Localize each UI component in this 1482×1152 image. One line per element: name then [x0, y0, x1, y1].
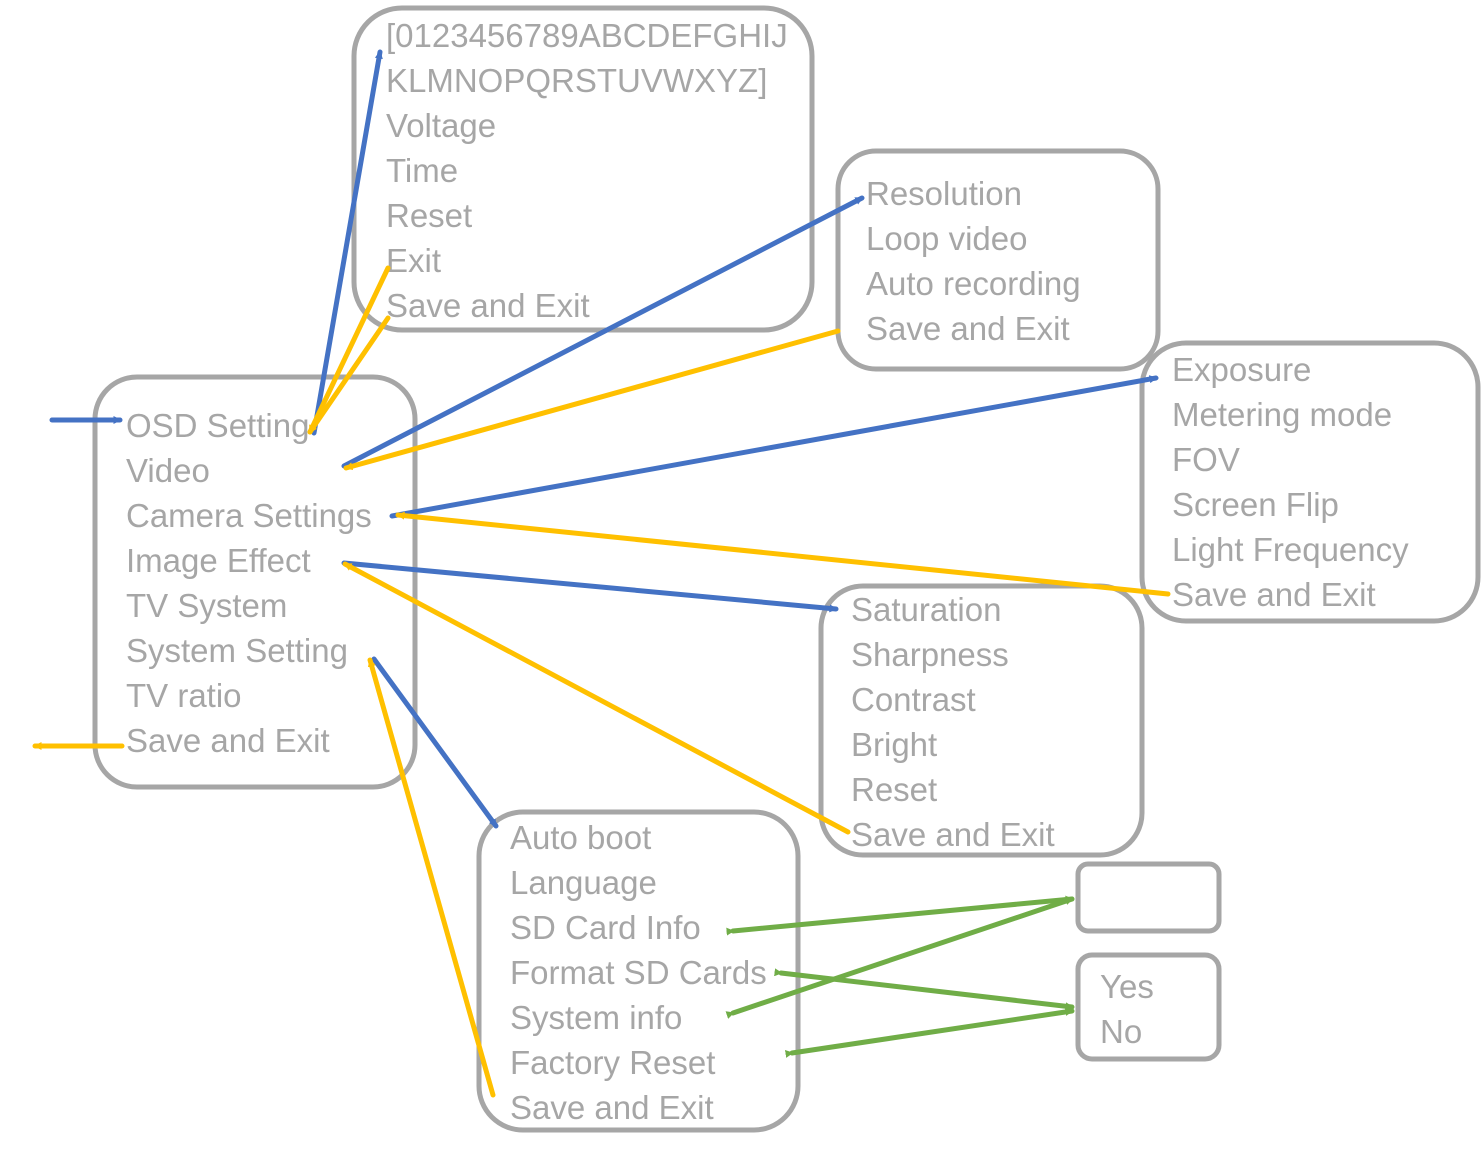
camera-submenu-item: FOV — [1172, 441, 1240, 478]
system-submenu-item: Factory Reset — [510, 1044, 715, 1081]
osd-exit-arrow — [307, 265, 391, 435]
confirm-option: No — [1100, 1013, 1142, 1050]
camera-submenu-box — [1139, 340, 1481, 624]
image-effect-submenu-item: Save and Exit — [851, 816, 1055, 853]
osd-submenu-item: Time — [386, 152, 458, 189]
video-submenu-box — [835, 148, 1161, 372]
osd-submenu-item: Exit — [386, 242, 441, 279]
confirm-popup: Yes No — [1075, 952, 1222, 1062]
main-menu-item: TV System — [126, 587, 287, 624]
system-save-exit-arrow — [367, 657, 496, 1098]
format-sd-link — [774, 968, 1075, 1011]
popup-link-arrows — [725, 895, 1075, 1058]
system-submenu-item: Language — [510, 864, 657, 901]
image-effect-save-exit-arrow — [342, 561, 851, 835]
camera-submenu-item: Save and Exit — [1172, 576, 1376, 613]
system-submenu-item: Save and Exit — [510, 1089, 714, 1126]
osd-submenu-item: Reset — [386, 197, 472, 234]
main-menu-item: TV ratio — [126, 677, 242, 714]
main-menu: OSD Setting Video Camera Settings Image … — [92, 374, 418, 790]
enter-arrows — [49, 49, 1159, 829]
video-submenu-item: Save and Exit — [866, 310, 1070, 347]
confirm-popup-box — [1075, 952, 1222, 1062]
image-effect-enter-arrow — [341, 560, 839, 613]
camera-enter-arrow — [389, 375, 1159, 519]
osd-submenu-box — [351, 5, 815, 333]
video-submenu: Resolution Loop video Auto recording Sav… — [835, 148, 1161, 372]
info-popup-box — [1075, 861, 1222, 934]
video-enter-arrow — [341, 195, 865, 469]
main-menu-item: Camera Settings — [126, 497, 372, 534]
image-effect-submenu-item: Contrast — [851, 681, 976, 718]
system-submenu-item: Format SD Cards — [510, 954, 767, 991]
system-submenu: Auto boot Language SD Card Info Format S… — [476, 809, 801, 1133]
video-submenu-item: Loop video — [866, 220, 1027, 257]
return-arrows — [32, 265, 1171, 1098]
image-effect-submenu-item: Bright — [851, 726, 937, 763]
osd-submenu-item: [0123456789ABCDEFGHIJ — [386, 17, 788, 54]
image-effect-submenu: Saturation Sharpness Contrast Bright Res… — [818, 583, 1145, 858]
camera-submenu: Exposure Metering mode FOV Screen Flip L… — [1139, 340, 1481, 624]
camera-save-exit-arrow — [395, 511, 1171, 597]
main-menu-item: Image Effect — [126, 542, 311, 579]
system-submenu-item: Auto boot — [510, 819, 651, 856]
system-enter-arrow — [371, 656, 499, 829]
main-menu-item: Save and Exit — [126, 722, 330, 759]
video-save-exit-arrow — [343, 328, 841, 471]
image-effect-submenu-item: Saturation — [851, 591, 1001, 628]
camera-submenu-item: Light Frequency — [1172, 531, 1409, 568]
video-submenu-item: Resolution — [866, 175, 1022, 212]
system-submenu-item: SD Card Info — [510, 909, 701, 946]
video-submenu-item: Auto recording — [866, 265, 1081, 302]
info-popup — [1075, 861, 1222, 934]
camera-submenu-item: Exposure — [1172, 351, 1311, 388]
main-menu-item: OSD Setting — [126, 407, 309, 444]
camera-submenu-item: Metering mode — [1172, 396, 1392, 433]
confirm-option: Yes — [1100, 968, 1154, 1005]
image-effect-submenu-item: Reset — [851, 771, 937, 808]
factory-reset-link — [784, 1008, 1075, 1058]
osd-submenu-item: KLMNOPQRSTUVWXYZ] — [386, 62, 767, 99]
system-submenu-item: System info — [510, 999, 682, 1036]
osd-submenu: [0123456789ABCDEFGHIJ KLMNOPQRSTUVWXYZ] … — [351, 5, 815, 333]
osd-save-exit-arrow — [307, 315, 391, 435]
main-menu-item: Video — [126, 452, 210, 489]
osd-enter-arrow — [311, 49, 383, 436]
camera-submenu-item: Screen Flip — [1172, 486, 1339, 523]
osd-submenu-item: Voltage — [386, 107, 496, 144]
osd-submenu-item: Save and Exit — [386, 287, 590, 324]
main-menu-box — [92, 374, 418, 790]
image-effect-submenu-box — [818, 583, 1145, 858]
image-effect-submenu-item: Sharpness — [851, 636, 1009, 673]
main-menu-item: System Setting — [126, 632, 348, 669]
